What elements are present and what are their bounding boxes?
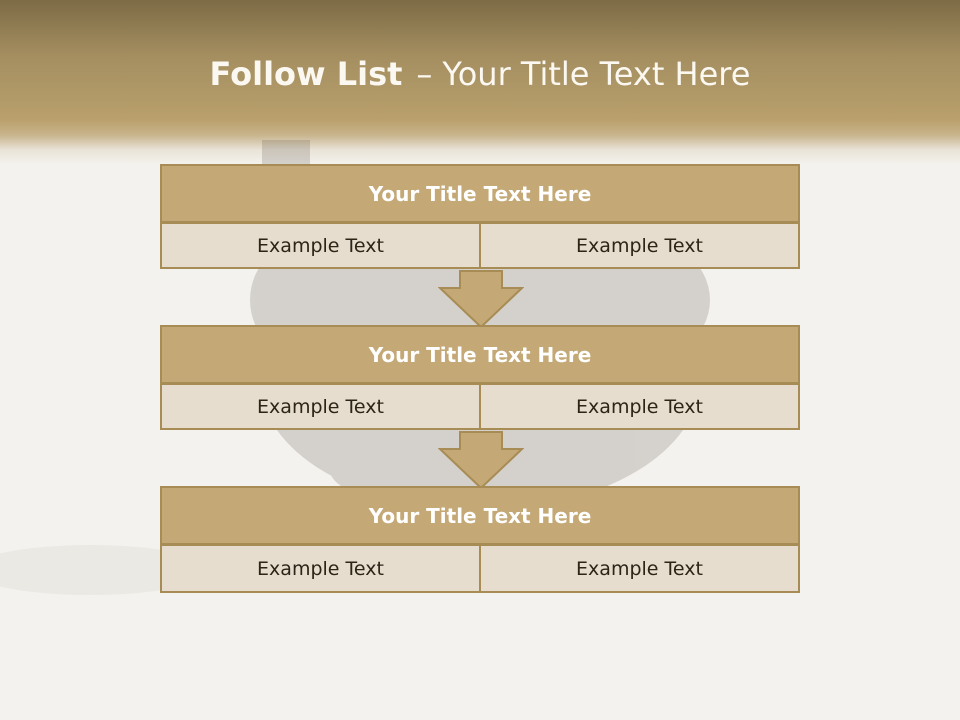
step-cell-left: Example Text — [162, 385, 479, 428]
step-title: Your Title Text Here — [162, 327, 798, 382]
step-cell-right: Example Text — [481, 224, 798, 267]
step-cell-right: Example Text — [481, 385, 798, 428]
step-title: Your Title Text Here — [162, 488, 798, 543]
step-box-1: Your Title Text Here Example Text Exampl… — [160, 164, 800, 269]
slide-title-bold: Follow List — [209, 55, 403, 93]
step-cell-right: Example Text — [481, 546, 798, 591]
step-cell-left: Example Text — [162, 546, 479, 591]
slide-title-rest: Your Title Text Here — [442, 55, 751, 93]
step-box-3: Your Title Text Here Example Text Exampl… — [160, 486, 800, 593]
down-arrow-icon — [438, 270, 524, 328]
slide-title: Follow List–Your Title Text Here — [0, 55, 960, 93]
step-box-2: Your Title Text Here Example Text Exampl… — [160, 325, 800, 430]
slide-title-dash: – — [416, 55, 433, 93]
down-arrow-icon — [438, 431, 524, 489]
step-cell-left: Example Text — [162, 224, 479, 267]
step-title: Your Title Text Here — [162, 166, 798, 221]
header-band — [0, 0, 960, 165]
